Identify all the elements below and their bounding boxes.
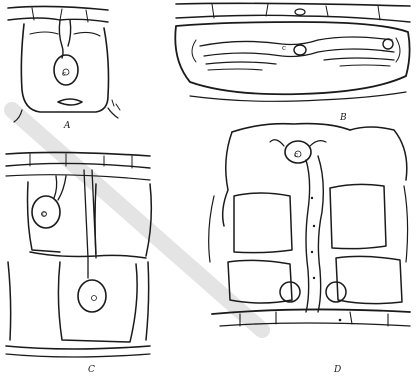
panel-b-label: B [339,113,347,123]
panel-c: c C [6,152,151,375]
panel-c-cell-label: c [42,210,46,218]
panel-d-label: D [333,365,341,375]
panel-d-cell-label: c [294,151,298,159]
panel-b-cell-label: c [282,44,286,52]
panel-d: c D [209,124,410,375]
panel-a-cell-label: c [62,70,66,78]
panel-c-label: C [88,365,95,375]
panel-b: c B [175,3,410,123]
panel-a-label: A [63,121,71,131]
